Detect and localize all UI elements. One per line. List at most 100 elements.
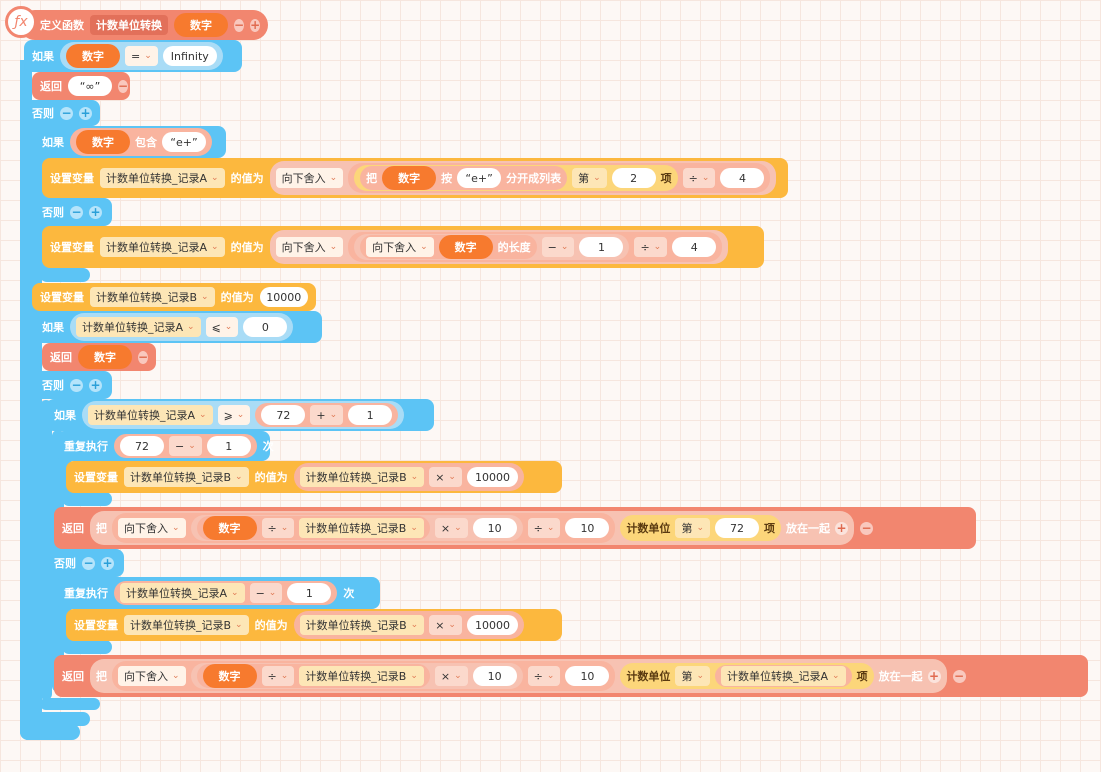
number-value[interactable]: 10 xyxy=(472,666,517,686)
param-pill[interactable]: 数字 xyxy=(202,664,257,688)
var-dropdown[interactable]: 计数单位转换_记录B⌄ xyxy=(124,615,249,635)
add-icon[interactable]: + xyxy=(89,378,102,392)
var-dropdown[interactable]: 计数单位转换_记录A⌄ xyxy=(720,666,846,686)
if-contains-block[interactable]: 如果 数字 包含 “e+” xyxy=(34,126,226,158)
number-value[interactable]: 1 xyxy=(287,583,332,603)
remove-icon[interactable]: − xyxy=(60,106,73,120)
operator-dropdown[interactable]: ÷⌄ xyxy=(261,666,295,686)
remove-icon[interactable]: − xyxy=(138,350,149,364)
number-value[interactable]: 10 xyxy=(565,666,610,686)
set-var-block[interactable]: 设置变量 计数单位转换_记录B⌄ 的值为 计数单位转换_记录B⌄ ×⌄ 1000… xyxy=(66,609,562,641)
operator-dropdown[interactable]: ÷⌄ xyxy=(682,168,716,188)
function-name-field[interactable]: 计数单位转换 xyxy=(90,15,168,35)
var-dropdown[interactable]: 计数单位转换_记录B⌄ xyxy=(124,467,249,487)
add-icon[interactable]: + xyxy=(927,669,941,683)
number-value[interactable]: 2 xyxy=(611,168,656,188)
var-dropdown[interactable]: 计数单位转换_记录A⌄ xyxy=(100,237,225,257)
number-value[interactable]: 0 xyxy=(243,317,288,337)
number-value[interactable]: 1 xyxy=(348,405,393,425)
var-dropdown[interactable]: 计数单位转换_记录B⌄ xyxy=(90,287,215,307)
var-dropdown[interactable]: 计数单位转换_记录A⌄ xyxy=(100,168,225,188)
index-dropdown[interactable]: 第⌄ xyxy=(572,168,607,188)
operator-dropdown[interactable]: ×⌄ xyxy=(429,467,462,487)
text-value[interactable]: “e+” xyxy=(457,168,502,188)
text-value[interactable]: “e+” xyxy=(162,132,206,152)
number-value[interactable]: 10000 xyxy=(466,467,518,487)
param-pill[interactable]: 数字 xyxy=(78,345,132,369)
number-value[interactable]: 1 xyxy=(206,436,251,456)
add-param-icon[interactable]: + xyxy=(250,18,261,32)
set-var-block[interactable]: 设置变量 计数单位转换_记录B⌄ 的值为 10000 xyxy=(32,283,316,311)
var-dropdown[interactable]: 计数单位转换_记录B⌄ xyxy=(299,666,424,686)
define-function-block[interactable]: 定义函数 计数单位转换 数字 − + xyxy=(20,10,268,40)
number-value[interactable]: 4 xyxy=(720,168,765,188)
if-ge-block[interactable]: 如果 计数单位转换_记录A⌄ ⩾⌄ 72 +⌄ 1 xyxy=(46,399,434,431)
math-dropdown[interactable]: 向下舍入⌄ xyxy=(366,237,434,257)
operator-dropdown[interactable]: ÷⌄ xyxy=(634,237,668,257)
number-value[interactable]: 10 xyxy=(472,518,517,538)
operator-dropdown[interactable]: −⌄ xyxy=(169,436,202,456)
remove-icon[interactable]: − xyxy=(952,669,966,683)
math-dropdown[interactable]: 向下舍入⌄ xyxy=(118,518,186,538)
number-value[interactable]: 72 xyxy=(261,405,306,425)
operator-dropdown[interactable]: ×⌄ xyxy=(434,518,468,538)
index-dropdown[interactable]: 第⌄ xyxy=(675,518,710,538)
operator-dropdown[interactable]: =⌄ xyxy=(125,46,158,66)
add-icon[interactable]: + xyxy=(834,521,848,535)
repeat-block[interactable]: 重复执行 72 −⌄ 1 次 xyxy=(56,431,274,461)
operator-dropdown[interactable]: −⌄ xyxy=(541,237,575,257)
operator-dropdown[interactable]: ×⌄ xyxy=(434,666,468,686)
remove-param-icon[interactable]: − xyxy=(234,18,245,32)
math-dropdown[interactable]: 向下舍入⌄ xyxy=(275,168,344,188)
param-pill[interactable]: 数字 xyxy=(202,516,257,540)
remove-icon[interactable]: − xyxy=(859,521,873,535)
remove-icon[interactable]: − xyxy=(118,79,129,93)
number-value[interactable]: 72 xyxy=(714,518,759,538)
number-value[interactable]: 10000 xyxy=(466,615,518,635)
else-block[interactable]: 否则 − + xyxy=(46,549,124,577)
operator-dropdown[interactable]: ⩾⌄ xyxy=(217,405,251,425)
return-block[interactable]: 返回 “∞” − xyxy=(32,72,130,100)
number-value[interactable]: 4 xyxy=(672,237,717,257)
operator-dropdown[interactable]: ×⌄ xyxy=(429,615,462,635)
add-icon[interactable]: + xyxy=(79,106,92,120)
remove-icon[interactable]: − xyxy=(70,378,83,392)
return-block[interactable]: 返回 数字 − xyxy=(42,343,156,371)
var-dropdown[interactable]: 计数单位转换_记录A⌄ xyxy=(120,583,245,603)
text-value[interactable]: Infinity xyxy=(162,46,217,66)
param-pill[interactable]: 数字 xyxy=(66,44,120,68)
operator-dropdown[interactable]: ÷⌄ xyxy=(527,666,561,686)
param-pill[interactable]: 数字 xyxy=(382,166,437,190)
operator-dropdown[interactable]: +⌄ xyxy=(310,405,344,425)
operator-dropdown[interactable]: −⌄ xyxy=(249,583,283,603)
index-dropdown[interactable]: 第⌄ xyxy=(675,666,710,686)
set-var-block[interactable]: 设置变量 计数单位转换_记录A⌄ 的值为 向下舍入⌄ 向下舍入⌄ 数字 的长度 … xyxy=(42,226,764,268)
param-pill[interactable]: 数字 xyxy=(174,13,228,37)
operator-dropdown[interactable]: ⩽⌄ xyxy=(205,317,239,337)
param-pill[interactable]: 数字 xyxy=(438,235,493,259)
repeat-block[interactable]: 重复执行 计数单位转换_记录A⌄ −⌄ 1 次 xyxy=(56,577,380,609)
if-le-block[interactable]: 如果 计数单位转换_记录A⌄ ⩽⌄ 0 xyxy=(34,311,322,343)
else-block[interactable]: 否则 − + xyxy=(24,100,100,126)
var-dropdown[interactable]: 计数单位转换_记录B⌄ xyxy=(299,615,425,635)
return-block[interactable]: 返回 把 向下舍入⌄ 数字 ÷⌄ 计数单位转换_记录B⌄ ×⌄ 10 ÷⌄ 10… xyxy=(54,655,1088,697)
if-infinity-block[interactable]: 如果 数字 =⌄ Infinity xyxy=(24,40,242,72)
math-dropdown[interactable]: 向下舍入⌄ xyxy=(118,666,186,686)
set-var-block[interactable]: 设置变量 计数单位转换_记录A⌄ 的值为 向下舍入⌄ 把 数字 按 “e+” 分… xyxy=(42,158,788,198)
add-icon[interactable]: + xyxy=(89,205,102,219)
number-value[interactable]: 10 xyxy=(565,518,610,538)
param-pill[interactable]: 数字 xyxy=(76,130,130,154)
return-block[interactable]: 返回 把 向下舍入⌄ 数字 ÷⌄ 计数单位转换_记录B⌄ ×⌄ 10 ÷⌄ 10… xyxy=(54,507,976,549)
add-icon[interactable]: + xyxy=(101,556,114,570)
remove-icon[interactable]: − xyxy=(70,205,83,219)
operator-dropdown[interactable]: ÷⌄ xyxy=(527,518,561,538)
number-value[interactable]: 1 xyxy=(579,237,624,257)
operator-dropdown[interactable]: ÷⌄ xyxy=(261,518,295,538)
var-dropdown[interactable]: 计数单位转换_记录B⌄ xyxy=(299,467,425,487)
else-block[interactable]: 否则 − + xyxy=(34,198,112,226)
number-value[interactable]: 72 xyxy=(120,436,164,456)
var-dropdown[interactable]: 计数单位转换_记录A⌄ xyxy=(88,405,213,425)
var-dropdown[interactable]: 计数单位转换_记录A⌄ xyxy=(76,317,201,337)
number-value[interactable]: 10000 xyxy=(259,287,308,307)
text-value[interactable]: “∞” xyxy=(68,76,112,96)
